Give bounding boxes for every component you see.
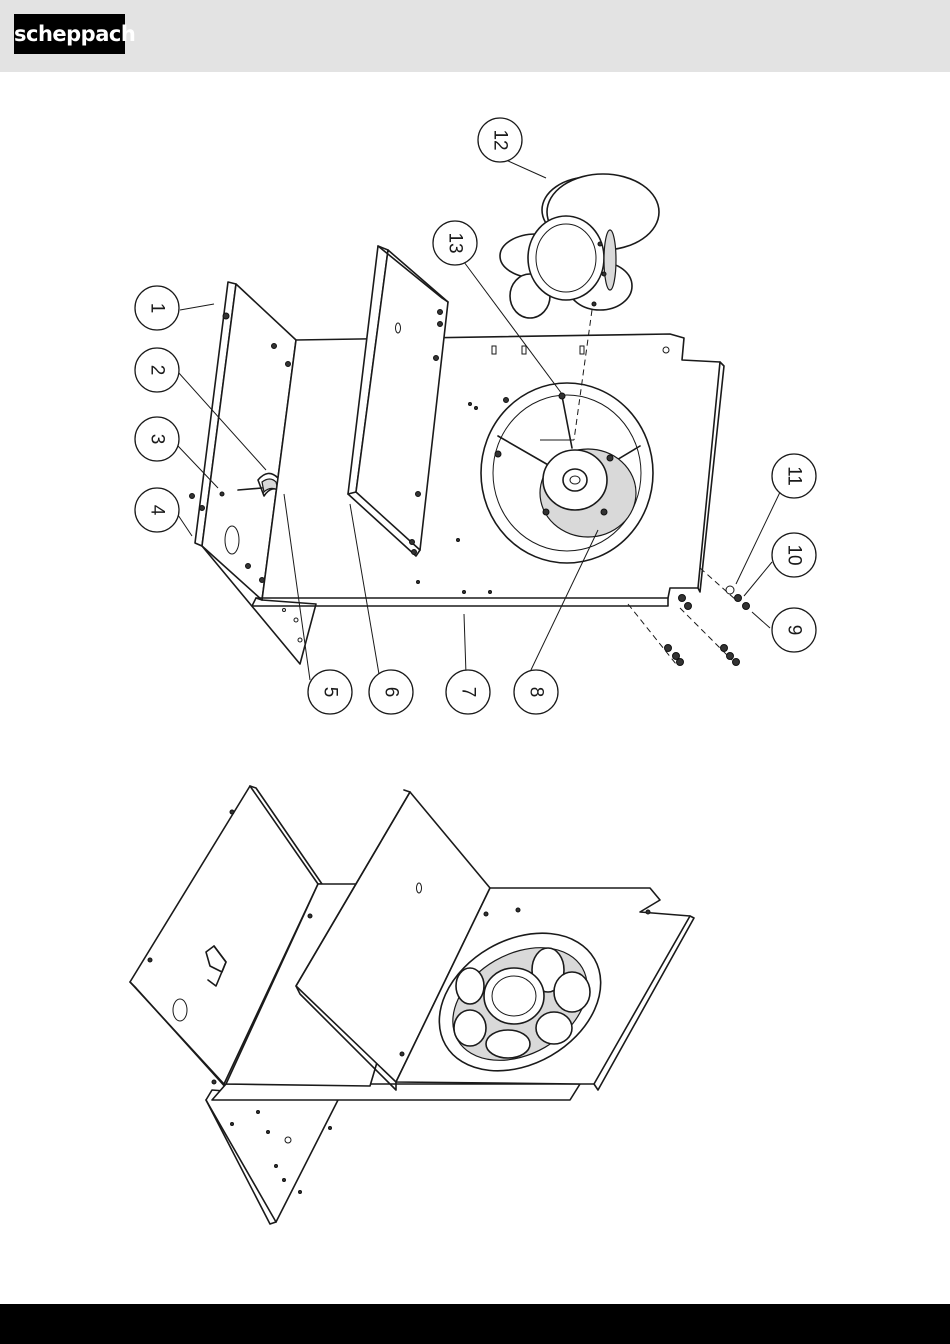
callout-4: 4 (135, 488, 179, 532)
callout-6-label: 6 (381, 687, 402, 698)
callout-12: 12 (478, 118, 522, 162)
callout-7-label: 7 (458, 687, 479, 698)
callout-5: 5 (308, 670, 352, 714)
callout-11-label: 11 (784, 466, 805, 486)
callout-9-label: 9 (784, 625, 805, 636)
callout-3: 3 (135, 417, 179, 461)
brand-logo: scheppach (14, 14, 125, 54)
callout-1: 1 (135, 286, 179, 330)
fan-impeller-part-12 (500, 174, 659, 318)
callout-11: 11 (772, 454, 816, 498)
callout-6: 6 (369, 670, 413, 714)
page-footer (0, 1304, 950, 1344)
page-header: scheppach (0, 0, 950, 72)
assembly-diagram: 1 2 3 4 5 6 7 8 9 10 11 12 (0, 72, 950, 1304)
callout-3-label: 3 (147, 434, 168, 445)
callout-13: 13 (433, 221, 477, 265)
callout-7: 7 (446, 670, 490, 714)
callout-12-label: 12 (490, 129, 511, 150)
callout-13-label: 13 (445, 232, 466, 253)
callout-5-label: 5 (320, 687, 341, 698)
callout-2-label: 2 (147, 365, 168, 376)
callout-8: 8 (514, 670, 558, 714)
assembled-view (130, 786, 694, 1224)
callout-10-label: 10 (784, 544, 805, 565)
callout-4-label: 4 (147, 505, 168, 516)
callout-1-label: 1 (147, 303, 168, 314)
fan-guard-part-8 (481, 383, 653, 563)
callout-10: 10 (772, 533, 816, 577)
callout-8-label: 8 (526, 687, 547, 698)
callout-2: 2 (135, 348, 179, 392)
callout-9: 9 (772, 608, 816, 652)
